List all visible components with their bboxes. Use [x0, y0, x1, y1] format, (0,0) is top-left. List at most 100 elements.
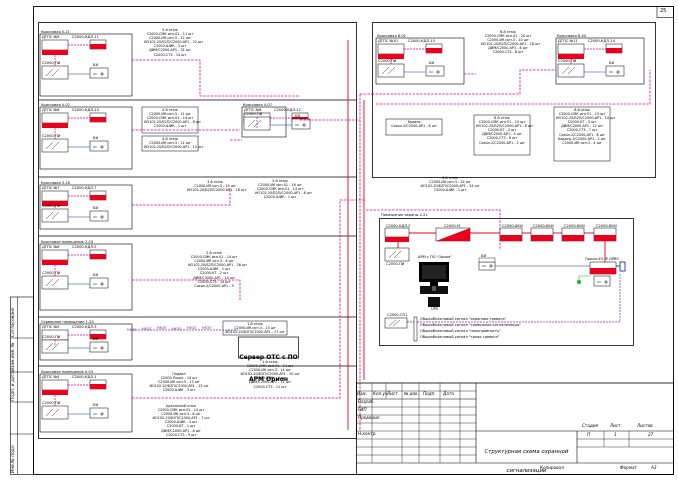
- spec-line: С2000-ШИК - 3 шт: [153, 44, 187, 49]
- spec-line: 4-й этаж: [162, 108, 178, 112]
- room-kdl-label-r316: С2000-КДЛ-7: [72, 186, 97, 190]
- spec-line: С2000-СМК исп.01 - 15 шт: [558, 112, 606, 117]
- room-dtps-r120: ДТПС №5: [42, 325, 60, 329]
- room-pi-r003: С2000-ПИ: [42, 401, 61, 405]
- spec-line: ДИМ/С2000-АР1 - 14 шт: [193, 275, 235, 280]
- guard-gate-label: Орион-УО-IP GPRS: [585, 257, 619, 261]
- room-title-r407: Кроссовая 4-07: [243, 103, 272, 107]
- spec-line: ДИМ/С2000-АР1 - 31 шт: [149, 48, 191, 53]
- spec-line: 3-й этаж: [272, 179, 288, 183]
- spec-box-s1a: [222, 320, 288, 336]
- spec-line: ИО102-20/Б2П/С2000-АР1 - 24 шт: [420, 184, 480, 189]
- bus-label-2: МКЗЛ: [142, 327, 152, 331]
- spec-line: С2000-КТ - 2 шт: [487, 128, 517, 133]
- room-bi-r316: БИ: [93, 206, 99, 210]
- room-r521: [39, 33, 133, 97]
- sheet-title: Структурная схема охранной сигнализации: [476, 436, 577, 487]
- spec-line: С2000-КТ - 2 шт: [199, 271, 229, 276]
- stamp-h-data: Дата: [443, 391, 454, 396]
- room-pi-r316: С2000-ПИ: [42, 204, 61, 208]
- spec-line: ИО102-20/Б2П/С2000-АР1 - 22 шт: [144, 40, 204, 45]
- side-label-inv: Инв.№ подл.: [11, 444, 16, 473]
- spec-line: ИО102-20/Б2П/С2000-АР1 - 18 шт: [481, 42, 541, 47]
- room-bi-r521: БИ: [93, 63, 99, 67]
- spec-line: 6-й этаж: [574, 108, 590, 112]
- spec-line: ИО102-20/Б2П/С2000-АР1 - 26 шт: [188, 263, 248, 268]
- spec-line: С2000-ШИК - 3 шт: [162, 388, 196, 393]
- sheet-number: 25: [660, 8, 667, 14]
- copied-label: Копировал: [540, 465, 564, 470]
- spec-line: Сокол-2/С2000-АР1 - 2 шт: [479, 140, 525, 145]
- spec-line: С2000-ШИК - 3 шт: [164, 420, 198, 425]
- room-r407: [241, 106, 311, 138]
- guard-ups-label: UPS: [431, 307, 439, 311]
- spec-line: С2000-ШИК - 1 шт: [197, 267, 231, 272]
- spec-line: С2000-ИК исп.3 - 24 шт: [429, 180, 471, 185]
- server-line-1: Сервер ОТС с ПО: [239, 353, 298, 361]
- room-dtps-r402: ДТПС №8: [42, 108, 60, 112]
- room-title-r120: Серверное помещение 1-20: [41, 320, 94, 324]
- sheet-value: 1: [614, 432, 617, 437]
- spec-line: 5-й этаж: [162, 28, 178, 32]
- bus-wire-12: [132, 300, 341, 399]
- room-kdl-label-r003: С2000-КДЛ-1: [72, 375, 97, 379]
- room-dtps-r601: ДТПС №10: [378, 39, 398, 43]
- bus-wire-4: [376, 70, 651, 105]
- guard-room-box: [379, 218, 634, 346]
- sheet-frame: [33, 6, 674, 475]
- stamp-row-proveril: Проверил: [358, 415, 380, 420]
- spec-line: ДИМ/С2000-АР1 - 5 шт: [482, 132, 522, 137]
- spec-line: С2000-ШИК - 1 шт: [153, 124, 187, 129]
- room-r316: [39, 184, 133, 230]
- spec-line: С2000-СТ3 - 14 шт: [197, 279, 231, 284]
- room-title-r003: Кроссовое помещение 0-03: [41, 370, 94, 374]
- spec-line: Барьер-1/С2000-АР1 - 2 шт: [558, 136, 606, 141]
- bus-wire-13: [339, 199, 366, 300]
- guard-bi-label: БИ: [481, 254, 487, 258]
- room-kdl-label-r630: С2000-КДЛ-14: [588, 39, 615, 43]
- sheets-label: Листов: [637, 423, 653, 428]
- side-label-sign-date: Подп. и дата: [11, 371, 16, 401]
- spec-line: С2000-КТ - 3 шт: [567, 120, 597, 125]
- signal-wire-2: [417, 274, 621, 323]
- spec-line: С2000-ИК исп.3 - 8 шт: [161, 412, 201, 417]
- room-r003: [39, 373, 133, 433]
- spec-line: С2000-ИК исп.3 - 13 шт: [234, 326, 276, 331]
- spec-line: С2000-СМК исп.01 - 10 шт: [478, 120, 526, 125]
- room-r601: [375, 37, 465, 85]
- spec-line: Сокол-2/С2000-АР1 - 6 шт: [391, 124, 437, 129]
- spec-line: ИО102-20/Б2П/С2000-АР1 - 8 шт: [255, 191, 312, 196]
- guard-cti-label: С2000-СП1: [387, 313, 408, 317]
- spec-line: С2000-СТ3 - 8 шт: [492, 50, 524, 55]
- spec-line: ДИМ/С2000-АР1 - 6 шт: [488, 46, 528, 51]
- room-kdl-label-r402: С2000-КДЛ-10: [72, 108, 99, 112]
- guard-bki-3: С2000-БКИ: [564, 224, 585, 228]
- bus-label-3: МКЗЛ: [157, 326, 167, 330]
- spec-line: С2000-ШИК - 4 шт: [253, 376, 287, 381]
- spec-line: 6-й этаж: [494, 116, 510, 120]
- guard-m-label: С2000-М: [444, 224, 461, 228]
- spec-line: С2000-СТ3 - 11 шт: [253, 384, 287, 389]
- guard-bki-1: С2000-БКИ: [502, 224, 523, 228]
- title-block: [356, 382, 674, 475]
- spec-line: ДИМ/С2000-АР1 - 11 шт: [249, 380, 291, 385]
- room-bi-r203: БИ: [93, 273, 99, 277]
- guard-bki-2: С2000-БКИ: [533, 224, 554, 228]
- room-kdl-label-r120: С2000-КДЛ-3: [72, 325, 97, 329]
- spec-line: ИО102-20/Б2П/С2000-АР1 - 8 шт: [476, 124, 533, 129]
- guard-signal-3: Общеобъектовый сигнал "неисправность": [420, 329, 501, 333]
- room-dtps-r203: ДТПС №6: [42, 245, 60, 249]
- room-pi-r402: С2000-ПИ: [42, 134, 61, 138]
- room-title-r521: Кроссовая 5-21: [41, 30, 70, 34]
- ground-wire: [578, 275, 590, 280]
- room-pi-r407: С2000-ПИ: [244, 112, 263, 116]
- spec-box-s4b: [141, 135, 199, 152]
- spec-line: С2000-ИК исп.3 - 13 шт: [158, 380, 200, 385]
- side-strip: [10, 296, 34, 475]
- room-pi-r601: С2000-ПИ: [378, 59, 397, 63]
- sheet-title-line-2: сигнализации: [506, 468, 547, 475]
- spec-line: С2000-ИК исп.3 - 4 шт: [562, 140, 602, 145]
